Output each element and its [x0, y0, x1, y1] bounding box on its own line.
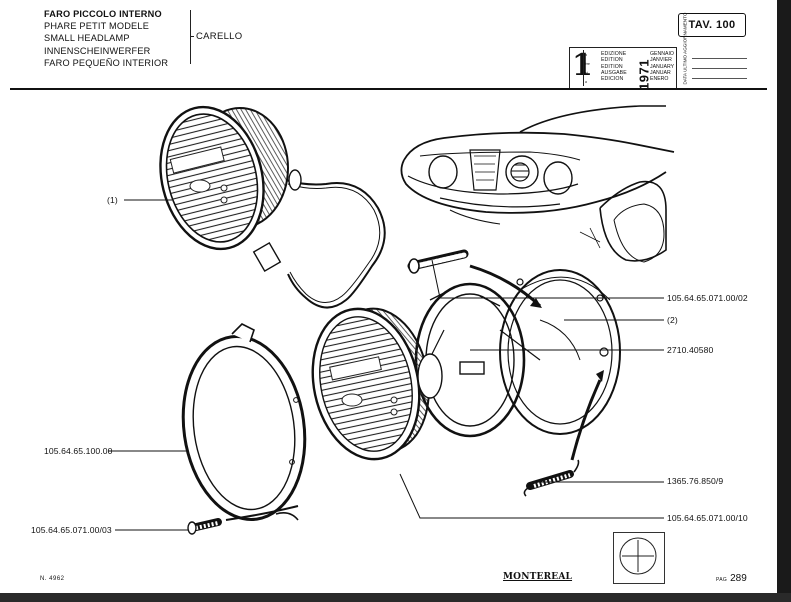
- callout-assembly: (1): [107, 195, 118, 205]
- title-block: FARO PICCOLO INTERNO PHARE PETIT MODELE …: [44, 8, 168, 69]
- edition-ordinals: a ère st a: [585, 51, 590, 87]
- month-de: JANUAR: [650, 69, 671, 76]
- leader-lines: [108, 199, 664, 531]
- edition-divider: [583, 50, 584, 86]
- edition-word-es: EDICION: [601, 76, 624, 83]
- update-line: [692, 69, 747, 79]
- header-rule: [10, 88, 767, 90]
- exploded-diagram: [108, 105, 675, 575]
- table-number-badge: TAV. 100: [678, 13, 746, 37]
- month-es: ENERO: [650, 76, 669, 83]
- supplier-name: CARELLO: [196, 31, 243, 42]
- edition-word-fr: EDITION: [601, 57, 623, 64]
- title-spanish: FARO PEQUEÑO INTERIOR: [44, 57, 169, 68]
- ordinal-es: a: [585, 80, 587, 84]
- title-brace-tip: [190, 36, 194, 37]
- title-english: SMALL HEADLAMP: [44, 33, 130, 44]
- update-line: [692, 49, 747, 59]
- edition-word-it: EDIZIONE: [601, 51, 627, 57]
- headlamp-assembled: [159, 105, 386, 309]
- trim-screw: [187, 505, 299, 535]
- trim-ring: [181, 323, 307, 521]
- callout-part: 105.64.65.071.00/10: [667, 513, 748, 523]
- callout-part: 105.64.65.071.00/02: [667, 293, 748, 303]
- tension-spring: [523, 370, 604, 497]
- page-label: PAG: [716, 577, 728, 583]
- callout-part: 105.64.65.071.00/03: [31, 525, 112, 535]
- car-front-illustration: [400, 105, 675, 263]
- ordinal-fr: ère: [585, 62, 590, 66]
- month-en: JANUARY: [650, 63, 675, 70]
- update-line: [692, 59, 747, 69]
- title-french: PHARE PETIT MODELE: [44, 21, 150, 32]
- edition-number: 1: [572, 49, 593, 83]
- viewer-edge-bottom: [0, 593, 791, 602]
- headlamp-housing: [499, 269, 621, 435]
- adjusting-screw: [407, 249, 542, 308]
- callout-part: (2): [667, 315, 678, 325]
- edition-words: EDIZIONE EDITION EDITION AUSGABE EDICION: [601, 51, 627, 82]
- month-fr: JANVIER: [650, 57, 672, 64]
- lens-unit: [311, 307, 443, 461]
- quality-stamp: [613, 532, 665, 584]
- viewer-edge-right: [777, 0, 791, 602]
- callout-part: 105.64.65.100.00: [44, 446, 113, 456]
- ordinal-it: a: [585, 53, 587, 57]
- parts-catalog-page: FARO PICCOLO INTERNO PHARE PETIT MODELE …: [0, 0, 777, 593]
- edition-word-en: EDITION: [601, 63, 623, 70]
- callout-part: 2710.40580: [667, 345, 714, 355]
- stamp-emblem: [619, 537, 657, 575]
- edition-word-de: AUSGABE: [601, 69, 627, 76]
- page-number: 289: [730, 573, 747, 584]
- title-brace: [186, 10, 191, 64]
- callout-part: 1365.76.850/9: [667, 476, 724, 486]
- publisher-logo: MONTEREAL: [503, 572, 573, 582]
- ordinal-en: st: [585, 71, 588, 75]
- document-number: N. 4962: [40, 576, 65, 582]
- title-german: INNENSCHEINWERFER: [44, 45, 151, 56]
- month-it: GENNAIO: [650, 51, 674, 57]
- title-italian: FARO PICCOLO INTERNO: [44, 9, 162, 19]
- edition-months: GENNAIO JANVIER JANUARY JANUAR ENERO: [650, 51, 674, 82]
